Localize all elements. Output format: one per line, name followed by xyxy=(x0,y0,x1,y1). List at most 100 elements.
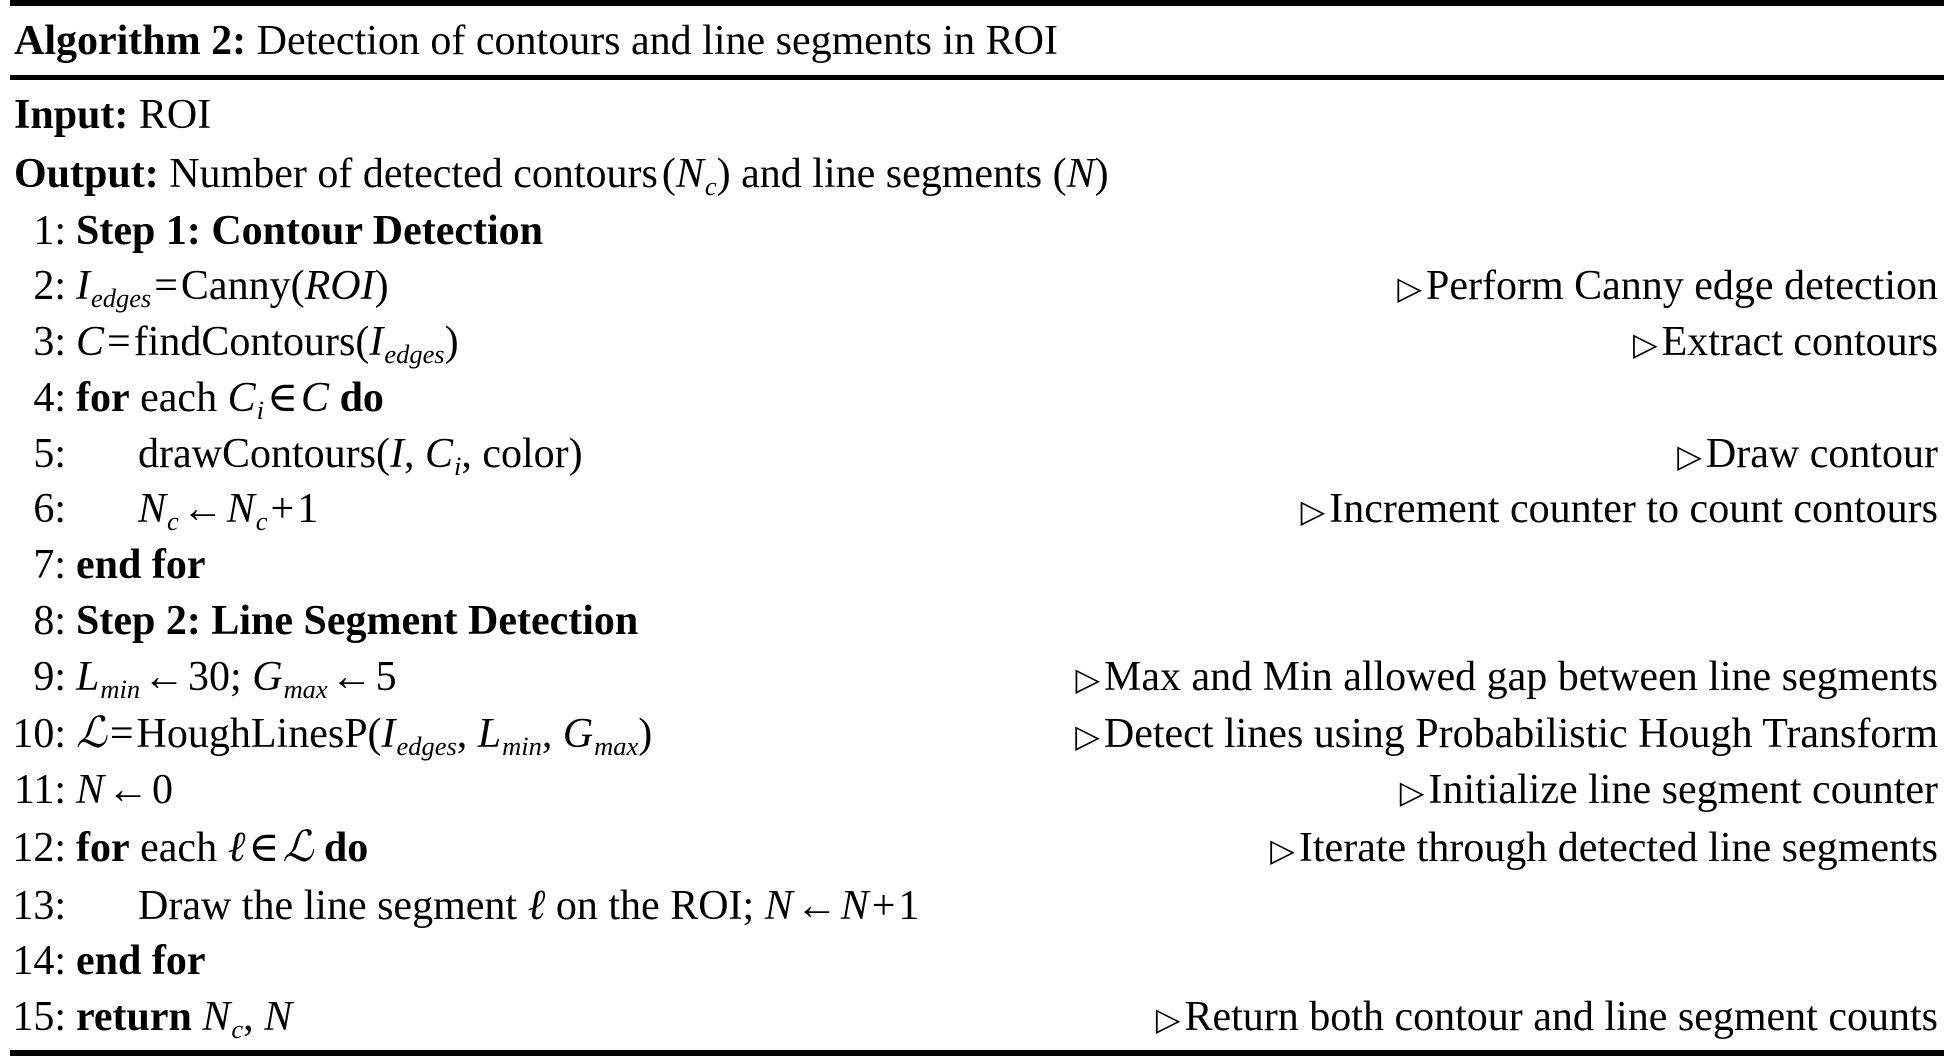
paren-open: ( xyxy=(290,263,305,310)
keyword-for: for xyxy=(76,824,130,871)
plus: + xyxy=(871,882,896,929)
comment-text: Draw contour xyxy=(1705,430,1938,477)
algorithm-step-5: 5: drawContours(I, Ci, color) ▷Draw cont… xyxy=(10,427,1944,483)
paren-open-2: ( xyxy=(1052,151,1067,198)
assign-arrow-2: ← xyxy=(330,653,373,700)
line-number: 9: xyxy=(33,653,66,700)
sub-min: min xyxy=(100,673,141,704)
sub-c-2: c xyxy=(255,506,268,537)
sub-edges: edges xyxy=(91,283,152,314)
comment-triangle-icon: ▷ xyxy=(1397,270,1422,307)
paren-close: ) xyxy=(568,430,583,477)
paren-open: ( xyxy=(355,319,370,366)
script-ell: ℓ xyxy=(227,821,246,872)
line-number: 2: xyxy=(33,263,66,310)
io-block: Input: ROI Output: Number of detected co… xyxy=(10,80,1944,203)
element-of: ∈ xyxy=(248,824,280,871)
keyword-return: return xyxy=(76,994,192,1041)
fn-draw-contours: drawContours xyxy=(138,430,376,477)
num-1: 1 xyxy=(898,882,920,929)
equals: = xyxy=(107,319,131,366)
sub-edges: edges xyxy=(396,731,457,762)
assign-arrow: ← xyxy=(795,882,838,929)
line-number: 5: xyxy=(33,430,66,477)
paren-close: ) xyxy=(716,151,731,198)
algorithm-step-2: 2: Iedges=Canny(ROI) ▷Perform Canny edge… xyxy=(10,259,1944,315)
step-code: end for xyxy=(76,938,206,985)
var-L: L xyxy=(76,653,100,700)
input-label: Input: xyxy=(14,92,129,139)
var-N: N xyxy=(675,151,704,198)
algorithm-step-8: 8: Step 2: Line Segment Detection xyxy=(10,594,1944,650)
element-of: ∈ xyxy=(266,374,299,421)
sub-max: max xyxy=(594,731,639,762)
line-number: 3: xyxy=(33,319,66,366)
algorithm-caption-title: Detection of contours and line segments … xyxy=(256,18,1058,64)
step-comment: ▷Draw contour xyxy=(1677,428,1944,482)
var-I: I xyxy=(76,263,90,310)
algorithm-step-12: 12: for each ℓ∈ℒ do ▷Iterate through det… xyxy=(10,819,1944,877)
step-code: C=findContours(Iedges) xyxy=(76,316,459,370)
var-N: N xyxy=(202,994,231,1041)
step-code: Iedges=Canny(ROI) xyxy=(76,260,389,314)
algorithm-step-1: 1: Step 1: Contour Detection xyxy=(10,204,1944,260)
var-G: G xyxy=(252,653,283,700)
bottom-rule xyxy=(10,1049,1944,1056)
line-number: 10: xyxy=(12,711,66,758)
comma: , xyxy=(243,994,254,1041)
step-code: end for xyxy=(76,542,206,589)
sub-c: c xyxy=(704,170,717,201)
comment-text: Initialize line segment counter xyxy=(1428,767,1938,814)
step-code: Step 2: Line Segment Detection xyxy=(76,595,638,649)
var-N-2: N xyxy=(264,994,293,1041)
var-N: N xyxy=(76,767,105,814)
var-L: L xyxy=(477,711,502,758)
var-G: G xyxy=(562,711,594,758)
algorithm-step-7: 7: end for xyxy=(10,538,1944,594)
plus: + xyxy=(270,486,295,533)
step2-label: Step 2: xyxy=(76,597,201,644)
var-N-2: N xyxy=(226,486,255,533)
sub-i: i xyxy=(454,450,462,481)
sub-min: min xyxy=(502,731,542,762)
fn-find-contours: findContours xyxy=(133,319,356,366)
paren-close: ) xyxy=(638,711,653,758)
line-number: 12: xyxy=(12,824,66,871)
line-number: 13: xyxy=(12,882,66,929)
var-C: C xyxy=(424,430,453,477)
comment-triangle-icon: ▷ xyxy=(1075,660,1101,697)
comment-text: Max and Min allowed gap between line seg… xyxy=(1104,653,1938,700)
var-N-2: N xyxy=(840,882,869,929)
fn-hough: HoughLinesP xyxy=(136,711,368,758)
sub-edges: edges xyxy=(384,339,445,370)
line-number: 4: xyxy=(33,374,66,421)
script-ell: ℓ xyxy=(527,879,546,930)
fn-canny: Canny xyxy=(180,263,291,310)
algorithm-caption-label: Algorithm 2: xyxy=(14,18,247,64)
var-N: N xyxy=(138,486,167,533)
comment-text: Perform Canny edge detection xyxy=(1426,263,1938,310)
step-comment: ▷Return both contour and line segment co… xyxy=(1156,991,1944,1045)
step-code: for each Ci∈C do xyxy=(76,372,384,426)
assign-arrow: ← xyxy=(143,653,186,700)
line-number: 14: xyxy=(12,938,66,985)
paren-open: ( xyxy=(367,711,382,758)
output-value: Number of detected contours(Nc) and line… xyxy=(169,151,1108,199)
step-code: ℒ=HoughLinesP(Iedges, Lmin, Gmax) xyxy=(76,706,652,762)
algorithm-step-15: 15: return Nc, N ▷Return both contour an… xyxy=(10,990,1944,1046)
var-I: I xyxy=(369,319,384,366)
num-5: 5 xyxy=(375,653,397,700)
equals: = xyxy=(154,263,178,310)
step2-name: Line Segment Detection xyxy=(211,597,639,644)
algorithm-step-10: 10: ℒ=HoughLinesP(Iedges, Lmin, Gmax) ▷D… xyxy=(10,705,1944,763)
var-I: I xyxy=(381,711,396,758)
algorithm-step-6: 6: Nc←Nc+1 ▷Increment counter to count c… xyxy=(10,482,1944,538)
equals: = xyxy=(109,711,134,758)
output-text-number: Number of detected contours xyxy=(169,151,658,198)
keyword-do: do xyxy=(339,374,384,421)
step-comment: ▷Initialize line segment counter xyxy=(1400,764,1944,818)
step-code: drawContours(I, Ci, color) xyxy=(76,428,583,482)
mid-rule xyxy=(10,75,1944,81)
algorithm-step-3: 3: C=findContours(Iedges) ▷Extract conto… xyxy=(10,315,1944,371)
output-line: Output: Number of detected contours(Nc) … xyxy=(10,145,1944,204)
